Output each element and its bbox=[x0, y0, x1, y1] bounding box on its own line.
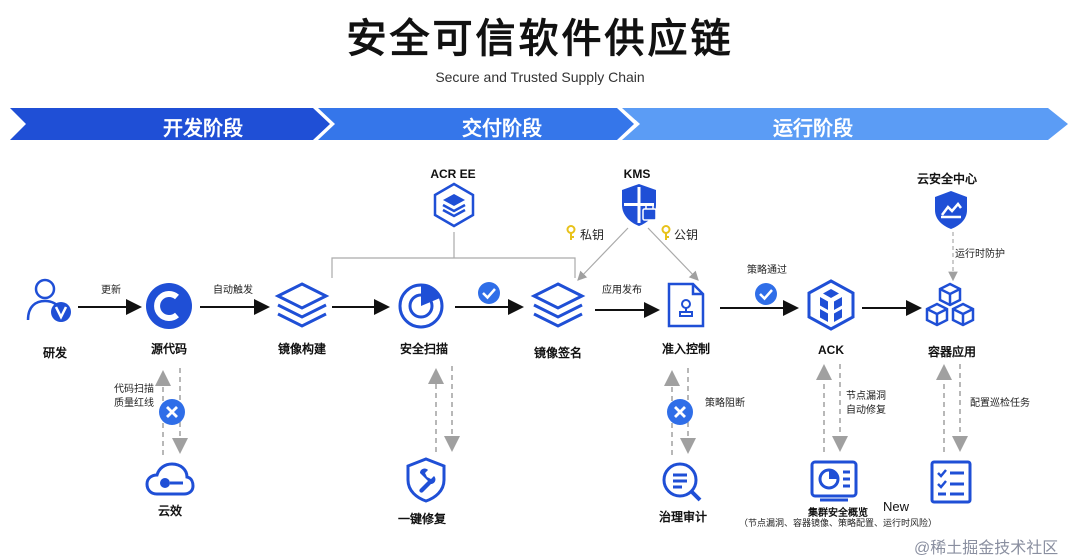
node-source-code-label: 源代码 bbox=[150, 342, 188, 356]
governance-audit-label: 治理审计 bbox=[658, 510, 708, 524]
one-click-fix-icon bbox=[406, 457, 446, 503]
ack-cluster-icon bbox=[807, 279, 855, 331]
image-sign-layers-icon bbox=[530, 282, 586, 328]
stage-banner bbox=[10, 108, 1068, 140]
config-inspection-label: 配置巡检任务 bbox=[970, 398, 1030, 409]
node-ack-label: ACK bbox=[818, 343, 844, 357]
yunxiao-label: 云效 bbox=[157, 504, 183, 518]
kms-label: KMS bbox=[623, 167, 651, 181]
page-subtitle: Secure and Trusted Supply Chain bbox=[435, 69, 645, 85]
developer-user-icon bbox=[26, 278, 71, 322]
node-image-build-label: 镜像构建 bbox=[277, 342, 327, 356]
cloud-security-center-label: 云安全中心 bbox=[916, 172, 978, 186]
cluster-overview-icon bbox=[810, 460, 858, 502]
kms-shield-icon bbox=[622, 184, 657, 226]
runtime-protection-label: 运行时防护 bbox=[955, 249, 1005, 260]
kms-to-access-line bbox=[647, 227, 699, 281]
edge-update-label: 更新 bbox=[101, 285, 121, 296]
policy-block-icon bbox=[667, 399, 693, 425]
security-scan-icon bbox=[398, 283, 444, 329]
one-click-fix-label: 一键修复 bbox=[397, 512, 447, 526]
new-badge: New bbox=[883, 499, 910, 514]
private-key-label: 私钥 bbox=[580, 228, 605, 242]
stage-label-run: 运行阶段 bbox=[773, 118, 853, 140]
config-checklist-icon bbox=[930, 460, 972, 504]
public-key-label: 公钥 bbox=[674, 228, 699, 242]
stage-arrow-run bbox=[622, 108, 1068, 140]
node-image-sign-label: 镜像签名 bbox=[533, 346, 583, 360]
node-vuln-label: 节点漏洞 自动修复 bbox=[846, 391, 886, 416]
watermark: @稀土掘金技术社区 bbox=[914, 540, 1059, 557]
acr-ee-bracket bbox=[331, 257, 576, 278]
private-key-icon bbox=[566, 225, 576, 240]
access-control-document-icon bbox=[667, 282, 705, 328]
edge-policy-pass-label: 策略通过 bbox=[747, 265, 787, 276]
cluster-overview-label: 集群安全概览 bbox=[808, 508, 868, 519]
governance-audit-icon bbox=[662, 462, 702, 502]
node-security-scan-label: 安全扫描 bbox=[399, 342, 449, 356]
policy-pass-check-icon bbox=[755, 283, 777, 305]
image-build-layers-icon bbox=[274, 282, 330, 328]
node-access-control-label: 准入控制 bbox=[661, 342, 711, 356]
container-app-cubes-icon bbox=[925, 282, 975, 327]
cloud-security-center-icon bbox=[935, 191, 967, 229]
stage-arrow-dev bbox=[10, 108, 330, 140]
acr-ee-label: ACR EE bbox=[430, 167, 476, 181]
edge-auto-trigger-label: 自动触发 bbox=[213, 285, 253, 296]
stage-label-dev: 开发阶段 bbox=[163, 118, 243, 140]
stage-arrow-delivery bbox=[318, 108, 634, 140]
cluster-overview-detail: （节点漏洞、容器镜像、策略配置、运行时风险） bbox=[738, 518, 938, 528]
yunxiao-cloud-icon bbox=[145, 462, 195, 496]
acr-ee-icon bbox=[433, 182, 475, 228]
node-container-app-label: 容器应用 bbox=[927, 345, 977, 359]
stage-label-delivery: 交付阶段 bbox=[462, 118, 542, 140]
scan-pass-check-icon bbox=[478, 282, 500, 304]
code-scan-label: 代码扫描 质量红线 bbox=[114, 384, 154, 409]
public-key-icon bbox=[661, 225, 671, 240]
page-title: 安全可信软件供应链 bbox=[346, 17, 734, 61]
policy-block-label: 策略阻断 bbox=[705, 398, 745, 409]
kms-to-sign-line bbox=[577, 227, 629, 281]
edge-app-publish-label: 应用发布 bbox=[602, 285, 642, 296]
source-code-icon bbox=[146, 283, 192, 329]
code-scan-block-icon bbox=[159, 399, 185, 425]
node-develop-label: 研发 bbox=[42, 346, 68, 360]
